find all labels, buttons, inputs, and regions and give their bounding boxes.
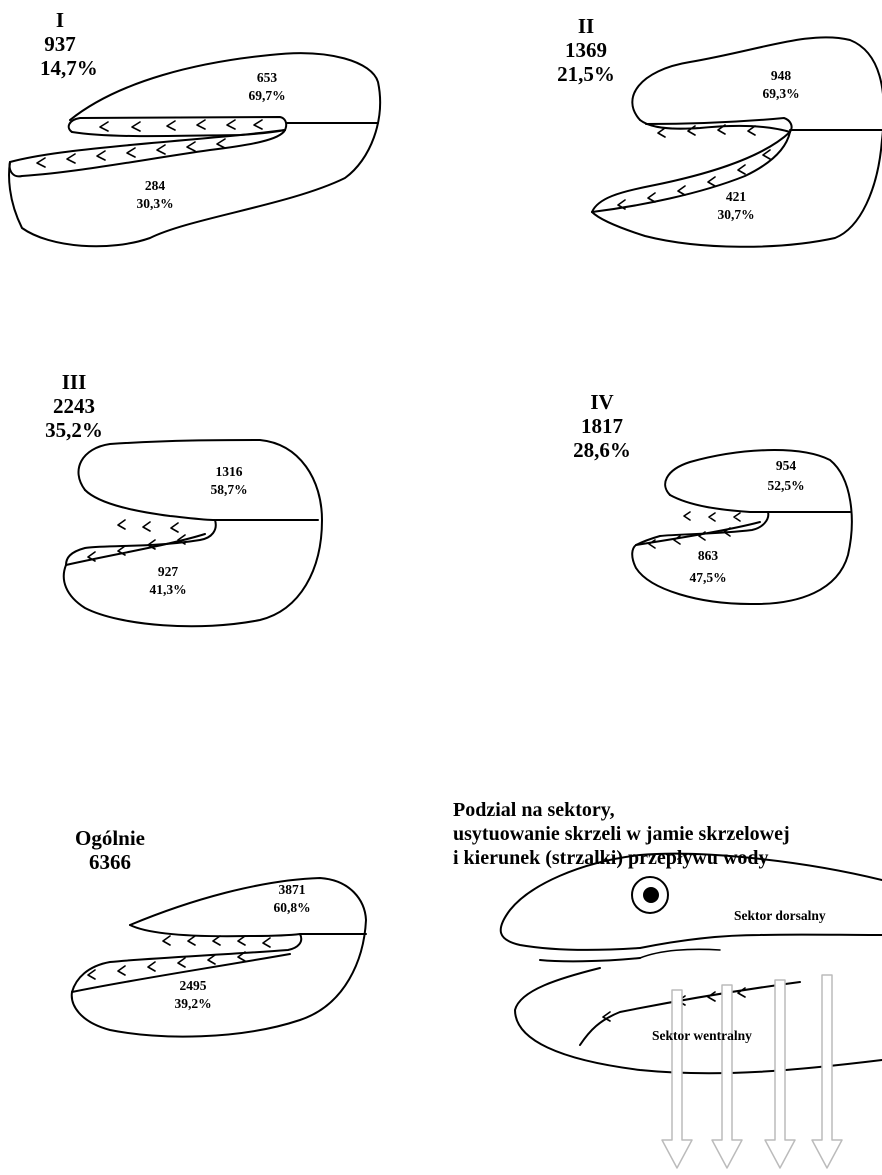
panel-III-ventral-pct: 41,3%	[149, 582, 186, 597]
panel-I-shape	[9, 53, 380, 246]
legend-ventral-label: Sektor wentralny	[652, 1028, 752, 1043]
panel-overall-dorsal-pct: 60,8%	[273, 900, 310, 915]
panel-II-ventral-count: 421	[726, 189, 747, 204]
panel-IV-dorsal-pct: 52,5%	[767, 478, 804, 493]
panel-IV-dorsal-count: 954	[776, 458, 797, 473]
legend-dorsal-label: Sektor dorsalny	[734, 908, 826, 923]
panel-I-flow-arrows	[100, 120, 262, 131]
panel-overall-flow-arrows	[163, 936, 270, 947]
panel-II-values: 948 69,3% 421 30,7%	[717, 68, 799, 222]
panel-IV-shape	[632, 450, 852, 604]
panel-III-ventral-count: 927	[158, 564, 179, 579]
panel-III-flow-arrows	[118, 520, 178, 532]
panel-IV-values: 954 52,5% 863 47,5%	[689, 458, 804, 585]
panel-overall-ventral-pct: 39,2%	[174, 996, 211, 1011]
panel-IV-flow-arrows	[684, 512, 740, 521]
panel-IV-ventral-count: 863	[698, 548, 719, 563]
panel-IV-ventral-pct: 47,5%	[689, 570, 726, 585]
panel-I-ventral-count: 284	[145, 178, 166, 193]
panel-II-ventral-pct: 30,7%	[717, 207, 754, 222]
panel-II-dorsal-count: 948	[771, 68, 792, 83]
panel-III-shape	[64, 440, 322, 626]
panel-overall-shape	[72, 878, 366, 1037]
panel-III-values: 1316 58,7% 927 41,3%	[149, 464, 247, 597]
panel-I-dorsal-count: 653	[257, 70, 278, 85]
panel-III-dorsal-count: 1316	[216, 464, 243, 479]
panel-III-dorsal-pct: 58,7%	[210, 482, 247, 497]
panel-I-ventral-pct: 30,3%	[136, 196, 173, 211]
panel-I-dorsal-pct: 69,7%	[248, 88, 285, 103]
panel-overall-dorsal-count: 3871	[279, 882, 306, 897]
panel-II-dorsal-pct: 69,3%	[762, 86, 799, 101]
panel-overall-ventral-count: 2495	[180, 978, 207, 993]
